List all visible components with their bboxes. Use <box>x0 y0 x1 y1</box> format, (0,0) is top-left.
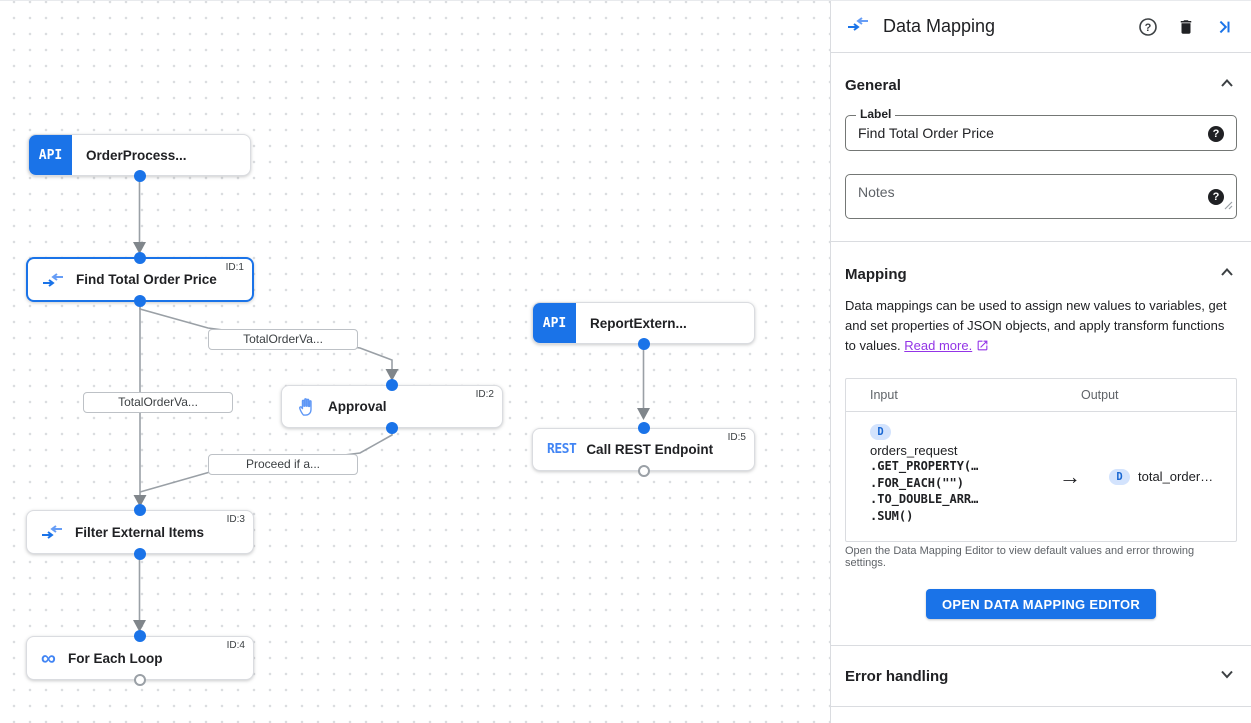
hand-icon <box>296 396 316 417</box>
mapping-description-text: Data mappings can be used to assign new … <box>845 298 1227 353</box>
data-mapping-icon <box>42 272 64 288</box>
output-port[interactable] <box>637 338 650 350</box>
chevron-up-icon[interactable] <box>1217 262 1237 287</box>
data-mapping-icon <box>41 524 63 540</box>
input-port[interactable] <box>134 252 146 264</box>
divider <box>831 241 1251 242</box>
label-input[interactable] <box>858 116 1188 150</box>
chevron-down-icon[interactable] <box>1217 664 1237 689</box>
mapping-description: Data mappings can be used to assign new … <box>845 296 1237 358</box>
node-label: ReportExtern... <box>590 315 687 331</box>
mapping-caption: Open the Data Mapping Editor to view def… <box>845 545 1195 569</box>
panel-title: Data Mapping <box>883 16 996 36</box>
section-error-handling-header[interactable]: Error handling <box>831 646 1251 706</box>
data-mapping-icon <box>847 16 869 37</box>
mapping-output-cell: D total_order… <box>1109 468 1214 485</box>
input-port[interactable] <box>386 379 398 391</box>
double-type-badge: D <box>870 424 891 440</box>
label-field: Label ? <box>845 107 1237 151</box>
output-port[interactable] <box>134 295 146 307</box>
notes-field: ? <box>845 174 1237 224</box>
loop-icon: ∞ <box>41 646 56 670</box>
node-label: OrderProcess... <box>86 147 187 163</box>
node-id-tag: ID:5 <box>727 432 746 443</box>
node-find-total-order-price[interactable]: Find Total Order Price ID:1 <box>26 252 254 307</box>
trash-icon[interactable] <box>1175 16 1197 38</box>
collapse-panel-icon[interactable] <box>1213 16 1235 38</box>
workflow-canvas[interactable]: TotalOrderVa... TotalOrderVa... Proceed … <box>0 1 830 723</box>
transform-line: .GET_PROPERTY(… <box>870 459 979 473</box>
section-general-header[interactable]: General <box>831 65 1251 105</box>
transform-line: .FOR_EACH("") <box>870 475 964 490</box>
edge-label-totalorder-2[interactable]: TotalOrderVa... <box>83 392 233 413</box>
node-id-tag: ID:3 <box>226 514 245 525</box>
mapping-arrow-icon: → <box>1059 463 1081 489</box>
node-report-extern[interactable]: API ReportExtern... <box>532 302 755 350</box>
notes-help-icon[interactable]: ? <box>1208 189 1224 205</box>
config-panel: Data Mapping ? General <box>830 1 1251 723</box>
edge-label-proceed-if[interactable]: Proceed if a... <box>208 454 358 475</box>
section-mapping-header[interactable]: Mapping <box>831 254 1251 294</box>
node-filter-external-items[interactable]: Filter External Items ID:3 <box>26 504 254 560</box>
double-type-badge: D <box>1109 468 1130 485</box>
output-port[interactable] <box>134 548 146 560</box>
node-call-rest-endpoint[interactable]: REST Call REST Endpoint ID:5 <box>532 422 755 477</box>
node-label: Approval <box>328 399 387 414</box>
transform-line: .SUM() <box>870 508 914 523</box>
end-port[interactable] <box>637 465 650 477</box>
label-field-caption: Label <box>856 107 896 121</box>
mapping-table-header: Input Output <box>846 379 1236 412</box>
section-title: Mapping <box>845 265 907 283</box>
node-label: Filter External Items <box>75 524 205 540</box>
panel-header: Data Mapping ? <box>831 1 1251 53</box>
node-order-process[interactable]: API OrderProcess... <box>28 134 251 182</box>
node-id-tag: ID:4 <box>226 640 245 651</box>
mapping-table: Input Output D orders_request .GET_PROPE… <box>845 378 1237 542</box>
edge-label-totalorder-1[interactable]: TotalOrderVa... <box>208 329 358 350</box>
output-port[interactable] <box>386 422 398 434</box>
node-label: Call REST Endpoint <box>586 442 714 457</box>
input-port[interactable] <box>134 630 146 642</box>
resize-handle-icon[interactable] <box>1224 197 1233 215</box>
divider <box>831 706 1251 707</box>
section-title: Error handling <box>845 667 949 685</box>
external-link-icon <box>976 338 989 358</box>
input-port[interactable] <box>637 422 650 434</box>
svg-text:?: ? <box>1145 22 1152 34</box>
output-port[interactable] <box>133 170 146 182</box>
edges-layer <box>133 176 650 632</box>
node-id-tag: ID:2 <box>475 389 494 400</box>
node-for-each-loop[interactable]: ∞ For Each Loop ID:4 <box>26 630 254 686</box>
label-help-icon[interactable]: ? <box>1208 126 1224 142</box>
input-variable: orders_request <box>870 443 958 458</box>
node-label: Find Total Order Price <box>76 272 217 287</box>
divider <box>831 645 1251 646</box>
section-title: General <box>845 76 901 94</box>
mapping-row[interactable]: D orders_request .GET_PROPERTY(… .FOR_EA… <box>846 412 1236 541</box>
transform-line: .TO_DOUBLE_ARR… <box>870 492 979 506</box>
help-icon[interactable]: ? <box>1137 16 1159 38</box>
node-id-tag: ID:1 <box>225 262 244 273</box>
node-approval[interactable]: Approval ID:2 <box>281 379 503 434</box>
mapping-input-cell: D orders_request .GET_PROPERTY(… .FOR_EA… <box>846 412 1031 524</box>
node-label: For Each Loop <box>67 650 163 666</box>
output-variable: total_order… <box>1138 469 1214 484</box>
api-badge: API <box>533 303 576 343</box>
end-port[interactable] <box>134 674 146 686</box>
read-more-link[interactable]: Read more. <box>904 338 973 353</box>
chevron-up-icon[interactable] <box>1217 73 1237 98</box>
output-column-header: Output <box>1081 388 1119 402</box>
notes-textarea[interactable] <box>858 184 1188 224</box>
input-port[interactable] <box>134 504 146 516</box>
open-data-mapping-editor-button[interactable]: OPEN DATA MAPPING EDITOR <box>925 589 1157 619</box>
rest-badge: REST <box>547 442 577 457</box>
api-badge: API <box>29 135 72 175</box>
input-column-header: Input <box>870 388 898 402</box>
